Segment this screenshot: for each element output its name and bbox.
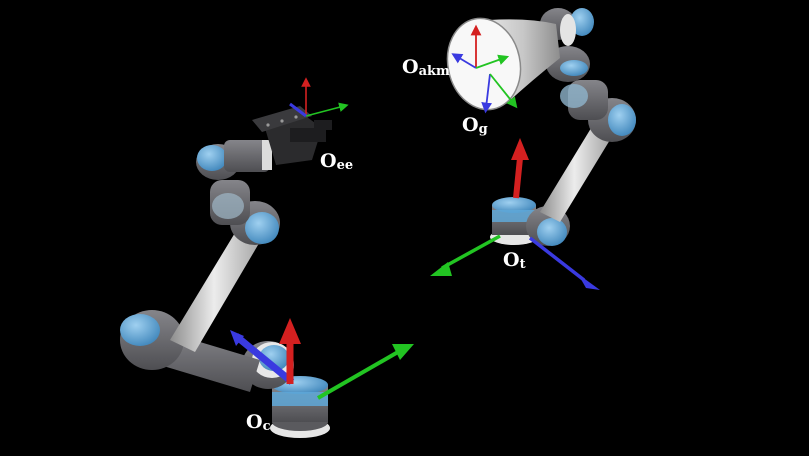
right-wrist-shade	[560, 84, 588, 108]
ot-axis-x	[513, 157, 523, 199]
oc-axis-z	[233, 333, 295, 385]
left-tool-flange	[224, 140, 270, 172]
right-base-cap	[492, 197, 536, 213]
left-wrist3-cap	[197, 145, 227, 171]
left-robot-arm	[120, 77, 349, 438]
ot-frame-axes	[430, 138, 600, 290]
oc-axis-y	[317, 350, 399, 400]
right-wrist-cap	[560, 60, 588, 76]
gripper	[252, 106, 332, 165]
g-frame-axes	[481, 73, 518, 114]
label-oee: Oee	[320, 150, 353, 173]
right-shoulder-cap	[537, 218, 567, 246]
left-elbow-cap	[120, 314, 160, 346]
left-long-link	[170, 218, 268, 352]
ot-axis-y	[441, 234, 501, 270]
ot-axis-z	[528, 236, 586, 282]
label-oakm: Oakm	[402, 56, 450, 79]
right-flange	[560, 14, 576, 46]
akm-cone	[446, 17, 560, 111]
right-base-blue-band	[492, 210, 536, 222]
label-og: Og	[462, 114, 488, 137]
right-robot-arm	[446, 8, 636, 246]
cone-opening	[446, 17, 522, 111]
left-wrist2-shade	[212, 193, 244, 219]
left-flange-ring	[262, 140, 272, 170]
left-base-blue-band	[272, 392, 328, 406]
left-wrist1-cap	[245, 212, 279, 244]
ee-blue-axis	[289, 102, 307, 118]
oc-frame-axes	[230, 318, 414, 400]
right-elbow-cap	[608, 104, 636, 136]
label-oc: Oc	[246, 411, 271, 434]
akm-frame-axes	[451, 24, 510, 69]
right-long-link	[540, 120, 616, 222]
right-wrist3-cap	[570, 8, 594, 36]
ee-frame-axes	[289, 77, 349, 118]
label-ot: Ot	[503, 249, 526, 272]
